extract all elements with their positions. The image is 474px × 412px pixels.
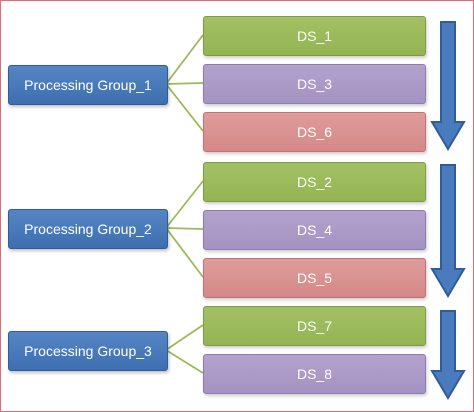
connector-3-1 — [165, 324, 204, 351]
processing-group-1: Processing Group_1 — [8, 65, 168, 105]
connector-1-3 — [165, 83, 204, 132]
down-arrow-icon — [430, 164, 466, 298]
ds-box: DS_3 — [203, 64, 426, 104]
ds-box: DS_4 — [203, 210, 426, 250]
connector-1-1 — [165, 34, 204, 85]
connector-2-2 — [165, 227, 204, 230]
ds-box: DS_1 — [203, 16, 426, 56]
ds-box: DS_6 — [203, 112, 426, 152]
connector-1-2 — [165, 82, 204, 85]
connector-2-3 — [165, 227, 204, 278]
processing-group-3: Processing Group_3 — [8, 331, 168, 371]
ds-box: DS_8 — [203, 354, 426, 394]
ds-box: DS_5 — [203, 258, 426, 298]
down-arrow-icon — [430, 310, 466, 400]
connector-2-1 — [165, 180, 204, 229]
ds-box: DS_2 — [203, 162, 426, 202]
ds-box: DS_7 — [203, 306, 426, 346]
connector-3-2 — [165, 349, 204, 374]
down-arrow-icon — [430, 21, 466, 151]
processing-group-2: Processing Group_2 — [8, 209, 168, 249]
